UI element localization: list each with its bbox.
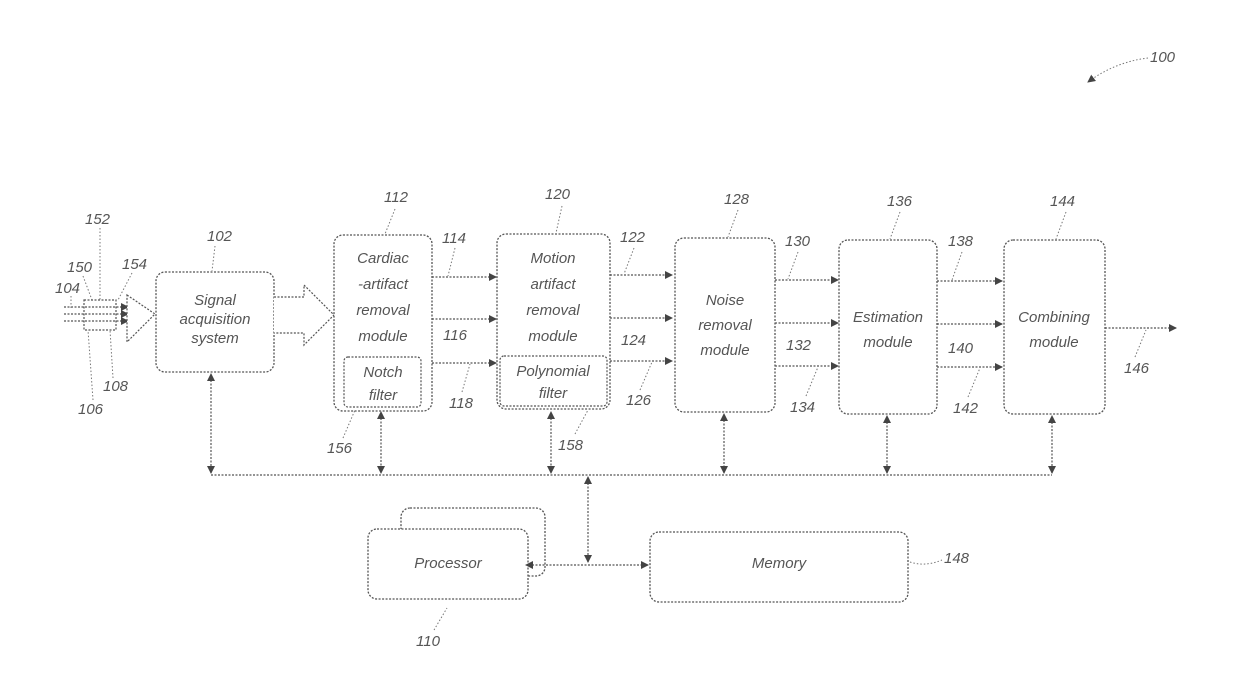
leader bbox=[88, 330, 93, 400]
leader bbox=[556, 206, 562, 233]
ref-102: 102 bbox=[207, 228, 233, 245]
ref-156: 156 bbox=[327, 440, 353, 457]
hollow-arrow bbox=[274, 285, 334, 345]
ref-142: 142 bbox=[953, 400, 979, 417]
estimation-box bbox=[839, 240, 937, 414]
leader bbox=[83, 276, 92, 300]
leader bbox=[118, 273, 132, 300]
ref-158: 158 bbox=[558, 437, 584, 454]
leader bbox=[575, 410, 588, 434]
ref-144: 144 bbox=[1050, 193, 1075, 210]
leader bbox=[212, 246, 215, 271]
ref-114: 114 bbox=[442, 230, 466, 247]
ref-134: 134 bbox=[790, 399, 815, 416]
block-text: Estimation bbox=[853, 309, 923, 326]
block-text: Combining bbox=[1018, 309, 1090, 326]
ref-152: 152 bbox=[85, 211, 111, 228]
motion-artifact-block: Motion artifact removal module Polynomia… bbox=[497, 186, 610, 454]
block-text: module bbox=[700, 342, 749, 359]
figure-reference: 100 bbox=[1088, 49, 1176, 82]
block-text: Memory bbox=[752, 555, 808, 572]
ref-112: 112 bbox=[384, 189, 409, 206]
figure-ref-label: 100 bbox=[1150, 49, 1176, 66]
input-arrow-shape bbox=[127, 295, 155, 342]
leader bbox=[968, 368, 980, 397]
block-text: Signal bbox=[194, 292, 236, 309]
combining-box bbox=[1004, 240, 1105, 414]
ref-108: 108 bbox=[103, 378, 129, 395]
leader bbox=[728, 210, 738, 237]
ref-110: 110 bbox=[416, 633, 441, 650]
ref-120: 120 bbox=[545, 186, 571, 203]
block-text: removal bbox=[526, 302, 580, 319]
block-text: filter bbox=[369, 387, 398, 404]
leader bbox=[385, 209, 395, 234]
input-probe bbox=[84, 300, 116, 330]
ref-128: 128 bbox=[724, 191, 750, 208]
signal-acquisition-block: Signal acquisition system 102 bbox=[156, 228, 274, 372]
block-text: module bbox=[358, 328, 407, 345]
leader bbox=[788, 252, 798, 279]
leader bbox=[343, 410, 355, 438]
leader bbox=[806, 367, 818, 396]
ref-132: 132 bbox=[786, 337, 812, 354]
ref-146: 146 bbox=[1124, 360, 1150, 377]
ref-138: 138 bbox=[948, 233, 974, 250]
ref-150: 150 bbox=[67, 259, 93, 276]
ref-136: 136 bbox=[887, 193, 913, 210]
ref-122: 122 bbox=[620, 229, 646, 246]
block-text: module bbox=[863, 334, 912, 351]
ref-154: 154 bbox=[122, 256, 147, 273]
estimation-block: Estimation module 136 bbox=[839, 193, 937, 414]
leader bbox=[434, 608, 447, 630]
leader bbox=[910, 560, 942, 564]
combining-block: Combining module 144 bbox=[1004, 193, 1105, 414]
block-text: module bbox=[1029, 334, 1078, 351]
block-text: filter bbox=[539, 385, 568, 402]
block-text: Processor bbox=[414, 555, 483, 572]
ref-104: 104 bbox=[55, 280, 80, 297]
block-text: removal bbox=[356, 302, 410, 319]
ref-126: 126 bbox=[626, 392, 652, 409]
leader bbox=[890, 212, 900, 239]
ref-124: 124 bbox=[621, 332, 646, 349]
ref-118: 118 bbox=[449, 395, 474, 412]
leader bbox=[1135, 330, 1146, 357]
block-text: Cardiac bbox=[357, 250, 409, 267]
block-text: Noise bbox=[706, 292, 744, 309]
block-text: acquisition bbox=[180, 311, 251, 328]
block-text: module bbox=[528, 328, 577, 345]
block-text: Motion bbox=[530, 250, 575, 267]
ref-116: 116 bbox=[443, 327, 468, 344]
noise-removal-block: Noise removal module 128 bbox=[675, 191, 775, 412]
figure-ref-leader bbox=[1088, 58, 1148, 82]
block-text: Polynomial bbox=[516, 363, 590, 380]
processor-block: Processor 110 bbox=[368, 508, 545, 650]
leader bbox=[952, 252, 962, 280]
memory-block: Memory 148 bbox=[650, 532, 970, 602]
block-text: artifact bbox=[530, 276, 576, 293]
leader bbox=[462, 364, 470, 392]
leader bbox=[1056, 212, 1066, 239]
block-text: Notch bbox=[363, 364, 402, 381]
ref-148: 148 bbox=[944, 550, 970, 567]
ref-130: 130 bbox=[785, 233, 811, 250]
input-bundle: 104 150 152 154 108 106 bbox=[55, 211, 155, 418]
leader bbox=[640, 362, 652, 390]
leader bbox=[110, 330, 113, 378]
block-text: system bbox=[191, 330, 239, 347]
block-text: -artifact bbox=[358, 276, 409, 293]
ref-106: 106 bbox=[78, 401, 104, 418]
cardiac-artifact-block: Cardiac -artifact removal module Notch f… bbox=[327, 189, 432, 457]
leader bbox=[448, 248, 455, 276]
block-text: removal bbox=[698, 317, 752, 334]
ref-140: 140 bbox=[948, 340, 974, 357]
leader bbox=[624, 248, 634, 274]
